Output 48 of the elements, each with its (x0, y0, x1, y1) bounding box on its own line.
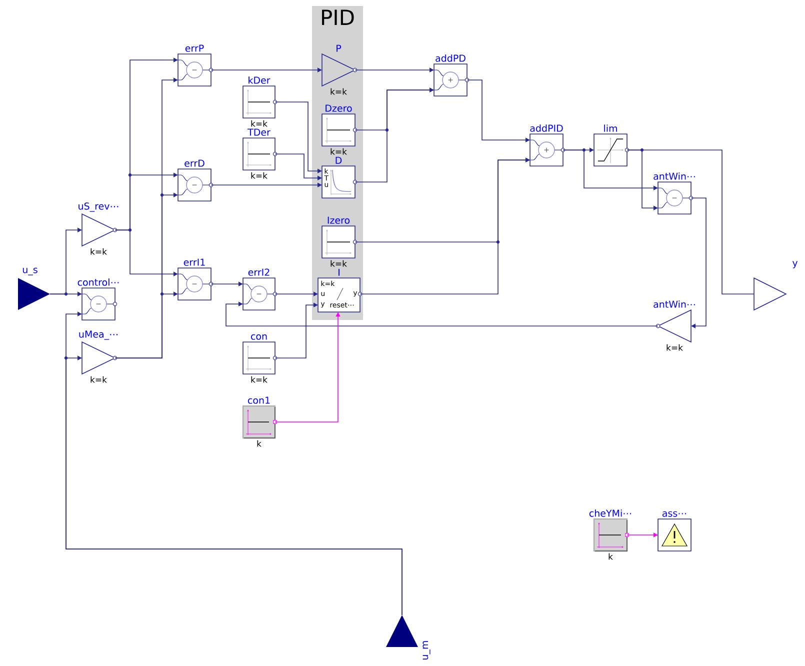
signal-label: u_s (22, 268, 38, 276)
parameter-label: k=k (251, 376, 268, 383)
arrow (466, 80, 530, 142)
arrow (562, 150, 658, 190)
arrow (626, 532, 658, 538)
block-label: kDer (248, 76, 270, 84)
parameter-label: k=k (90, 376, 107, 383)
block-label: antWin⋯ (654, 172, 695, 180)
block-label: addPID (530, 124, 563, 132)
block-label: lim (604, 124, 617, 132)
parameter-label: k=k (90, 248, 107, 255)
signal-label: u_m (422, 641, 430, 660)
block-label: P (336, 44, 342, 52)
block-label: con1 (248, 396, 270, 404)
arrow (360, 158, 530, 294)
block-label: Izero (328, 216, 350, 224)
block-label: cheYMi⋯ (589, 509, 632, 517)
block-label: errP (185, 44, 204, 52)
block-label: addPD (436, 54, 466, 62)
parameter-label: k=k (666, 344, 683, 351)
arrow (690, 198, 706, 328)
arrow (626, 150, 658, 210)
signal-label: y (792, 261, 798, 268)
group-title: PID (322, 10, 354, 25)
arrow (226, 302, 658, 326)
block-label: errD (184, 160, 204, 167)
block-label: con (251, 334, 267, 340)
parameter-label: k (608, 553, 613, 560)
arrow (114, 292, 178, 358)
block-label: errI2 (248, 268, 270, 276)
block-label: uMea_⋯ (79, 330, 118, 340)
block-label: uS_rev⋯ (78, 202, 118, 212)
block-label: I (338, 268, 340, 276)
block-label: control⋯ (78, 278, 119, 286)
block-label: TDer (248, 128, 270, 136)
block-label: antWin⋯ (654, 300, 695, 308)
block-label: Dzero (326, 104, 352, 112)
parameter-label: k=k (251, 172, 268, 179)
parameter-label: k=k (330, 148, 347, 155)
parameter-label: k=k (330, 260, 347, 267)
block-label: ass⋯ (662, 511, 686, 517)
parameter-label: k=k (251, 120, 268, 127)
parameter-label: k (257, 440, 262, 447)
block-label: errI1 (184, 258, 205, 266)
arrow (114, 230, 178, 276)
block-label: D (336, 156, 342, 164)
arrow (210, 282, 243, 286)
parameter-label: k=k (330, 88, 347, 95)
